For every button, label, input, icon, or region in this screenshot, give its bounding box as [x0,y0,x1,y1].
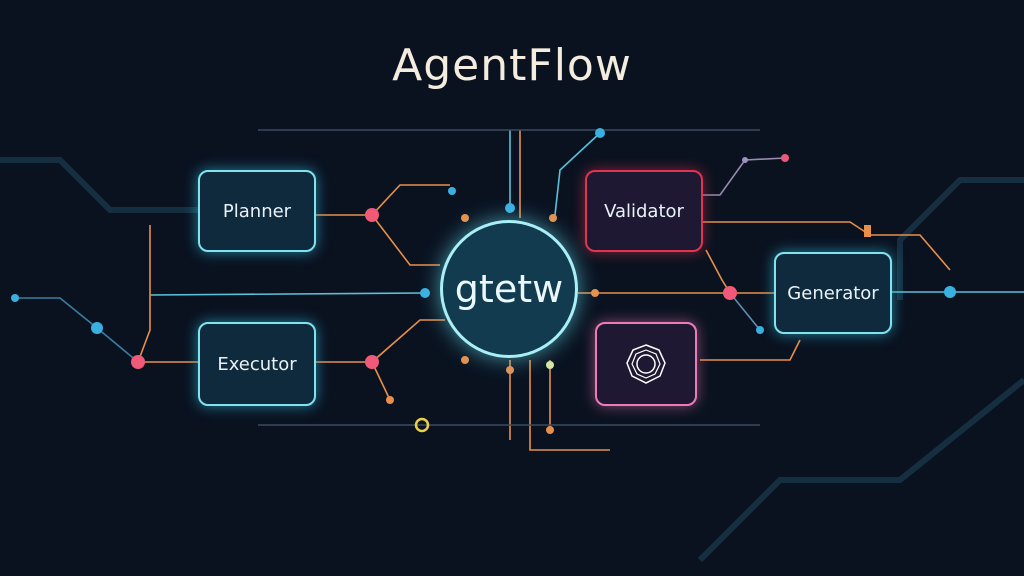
polygon-emblem-icon [626,344,666,384]
planner-node[interactable]: Planner [198,170,316,252]
gateway-hub-node[interactable]: gtetw [440,220,578,358]
validator-node[interactable]: Validator [585,170,703,252]
generator-node[interactable]: Generator [774,252,892,334]
app-title: AgentFlow [392,40,632,91]
component-node[interactable] [595,322,697,406]
executor-node[interactable]: Executor [198,322,316,406]
